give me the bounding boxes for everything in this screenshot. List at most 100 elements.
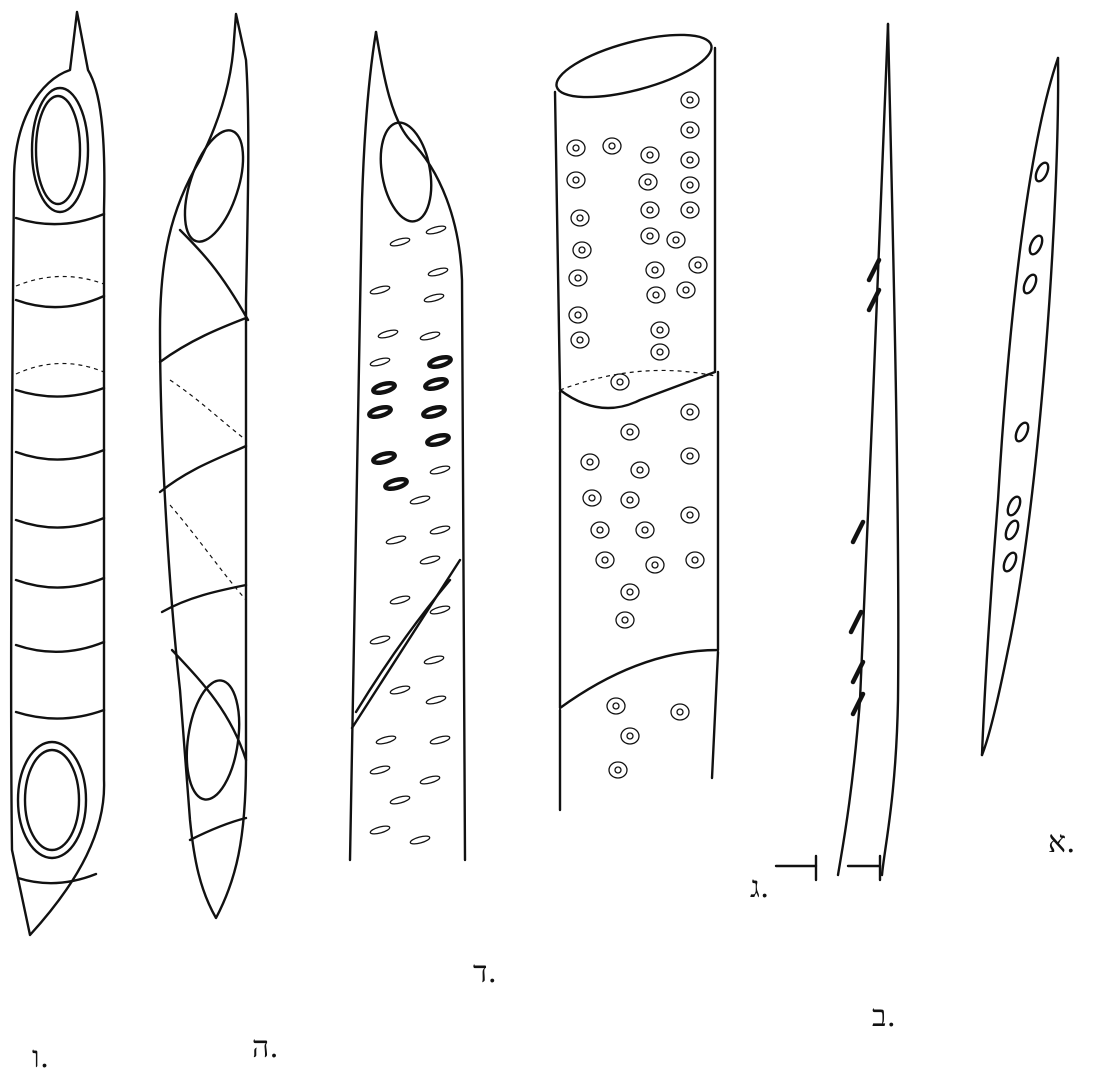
- pit-aperture: [613, 703, 619, 709]
- pit-aperture: [687, 409, 693, 415]
- bordered-pit: [641, 147, 659, 163]
- slit-pit: [376, 735, 397, 746]
- pit-aperture: [627, 733, 633, 739]
- bordered-pit: [641, 228, 659, 244]
- pit-aperture: [575, 275, 581, 281]
- pit-aperture: [687, 453, 693, 459]
- slit-pit: [420, 331, 441, 342]
- pit-aperture: [642, 527, 648, 533]
- slit-pit: [390, 685, 411, 696]
- bordered-pit: [621, 492, 639, 508]
- pit-aperture: [652, 562, 658, 568]
- label-vav: ו.: [32, 1043, 49, 1073]
- bordered-pit: [569, 307, 587, 323]
- label-bet: ב.: [872, 1002, 896, 1032]
- pit-aperture: [617, 379, 623, 385]
- cell-alef: [982, 58, 1058, 755]
- bordered-pit: [603, 138, 621, 154]
- pit-aperture: [573, 177, 579, 183]
- pit-aperture: [579, 247, 585, 253]
- pit-aperture: [637, 467, 643, 473]
- bordered-pit: [621, 584, 639, 600]
- slit-pit: [424, 655, 445, 666]
- pit-aperture: [589, 495, 595, 501]
- pit-aperture: [647, 233, 653, 239]
- pit-aperture: [627, 589, 633, 595]
- bordered-pit: [689, 257, 707, 273]
- pit-aperture: [609, 143, 615, 149]
- bordered-pit: [646, 262, 664, 278]
- slit-pit: [378, 329, 399, 340]
- cell-gimel: [551, 22, 718, 810]
- cell-dalet: [350, 32, 465, 860]
- oval-pit: [1013, 421, 1031, 443]
- pit-aperture: [627, 429, 633, 435]
- slit-pit: [430, 605, 451, 616]
- pit-aperture: [653, 292, 659, 298]
- bordered-pit: [681, 92, 699, 108]
- oval-pit: [1027, 234, 1045, 256]
- pit-aperture: [687, 207, 693, 213]
- oval-pit: [1001, 551, 1019, 573]
- pit-aperture: [597, 527, 603, 533]
- pit-aperture: [657, 349, 663, 355]
- bordered-pit: [621, 424, 639, 440]
- oval-pit: [1021, 273, 1039, 295]
- pit-aperture: [647, 152, 653, 158]
- pit-aperture: [687, 127, 693, 133]
- pit-aperture: [687, 97, 693, 103]
- pit-aperture: [577, 337, 583, 343]
- slit-pit: [424, 377, 447, 390]
- pit-aperture: [577, 215, 583, 221]
- bordered-pit: [671, 704, 689, 720]
- bordered-pit: [646, 557, 664, 573]
- slit-pit: [368, 405, 391, 418]
- pit-aperture: [615, 767, 621, 773]
- slit-pit: [390, 795, 411, 806]
- bordered-pit: [611, 374, 629, 390]
- slit-pit: [370, 357, 391, 368]
- bordered-pit: [567, 172, 585, 188]
- slit-pit: [370, 285, 391, 296]
- pit-aperture: [602, 557, 608, 563]
- pit-aperture: [627, 497, 633, 503]
- slit-pit: [420, 555, 441, 566]
- pit-aperture: [573, 145, 579, 151]
- slit-pit: [426, 433, 449, 446]
- slit-pit: [372, 451, 395, 464]
- slit-pit: [426, 225, 447, 236]
- bordered-pit: [616, 612, 634, 628]
- oval-pit: [1005, 495, 1023, 517]
- bordered-pit: [647, 287, 665, 303]
- bordered-pit: [567, 140, 585, 156]
- bordered-pit: [571, 332, 589, 348]
- slit-pit: [390, 237, 411, 248]
- bordered-pit: [681, 202, 699, 218]
- slit-pit: [430, 735, 451, 746]
- pit-aperture: [652, 267, 658, 273]
- slit-pit: [370, 635, 391, 646]
- pit-aperture: [622, 617, 628, 623]
- slit-pit: [430, 525, 451, 536]
- slit-pit: [372, 381, 395, 394]
- pit-aperture: [687, 182, 693, 188]
- slit-pit: [384, 477, 407, 490]
- slit-pit: [853, 522, 863, 542]
- bordered-pit: [667, 232, 685, 248]
- bordered-pit: [571, 210, 589, 226]
- slit-pit: [428, 267, 449, 278]
- bordered-pit: [681, 507, 699, 523]
- oval-pit: [1003, 519, 1021, 541]
- bordered-pit: [651, 344, 669, 360]
- pit-aperture: [647, 207, 653, 213]
- cell-bet: [776, 24, 898, 880]
- bordered-pit: [591, 522, 609, 538]
- bordered-pit: [639, 174, 657, 190]
- slit-pit: [426, 695, 447, 706]
- bordered-pit: [651, 322, 669, 338]
- slit-pit: [390, 595, 411, 606]
- pit-aperture: [575, 312, 581, 318]
- bordered-pit: [581, 454, 599, 470]
- bordered-pit: [607, 698, 625, 714]
